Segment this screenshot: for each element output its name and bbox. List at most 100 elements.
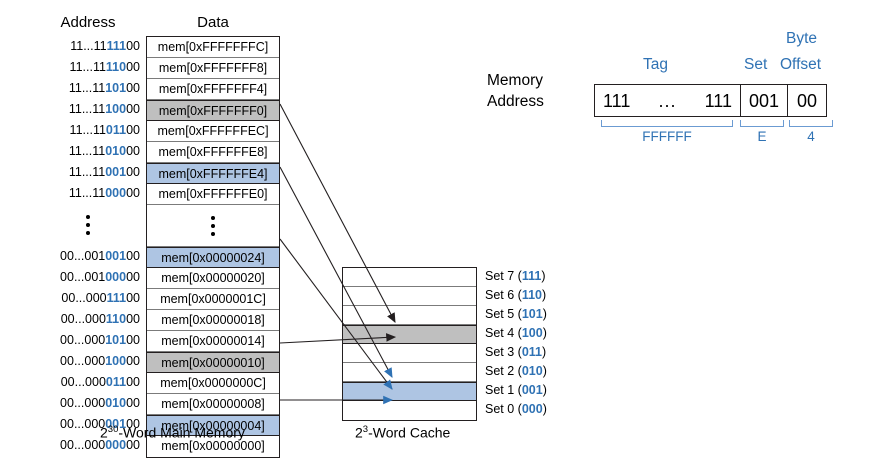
cache-set-paren: ) [542, 288, 547, 302]
address-offset-bits: 00 [126, 291, 140, 305]
address-set-bits: 000 [105, 186, 127, 200]
address-offset-bits: 00 [126, 354, 140, 368]
cache-set-label: Set 3 (011) [485, 343, 547, 362]
byte-offset-field-box: 00 [796, 90, 818, 111]
address-column-heading: Address [60, 14, 116, 31]
cache-set-row [343, 325, 476, 344]
cache-set-paren: ) [542, 364, 547, 378]
cache-set-row [343, 268, 476, 287]
address-tag-bits: 00...000 [60, 417, 106, 431]
cache-set-row [343, 344, 476, 363]
offset-hex-value: 4 [807, 129, 815, 144]
cache-set-paren: ) [541, 269, 546, 283]
cache-set-name: Set 4 ( [485, 326, 522, 340]
address-tag-bits: 00...000 [60, 333, 106, 347]
memory-cell: mem[0xFFFFFFFC] [147, 37, 279, 58]
cache-set-row [343, 306, 476, 325]
set-bracket [740, 120, 784, 127]
cache-set-row [343, 287, 476, 306]
address-tag-bits: 00...000 [60, 438, 106, 452]
cache-set-paren: ) [542, 402, 547, 416]
cache-set-binary: 111 [521, 269, 542, 283]
cache-set-row [343, 401, 476, 420]
memory-caption-exponent: 30 [107, 424, 119, 435]
cache-set-name: Set 2 ( [485, 364, 522, 378]
cache-set-row [343, 382, 476, 401]
memory-ellipsis [147, 205, 279, 247]
tag-field-label: Tag [643, 56, 668, 73]
address-tag-bits: 11...11 [68, 81, 106, 95]
set-field-label: Set [744, 56, 768, 73]
address-row: 00...00001100 [36, 372, 140, 393]
cache-set-labels: Set 7 (111)Set 6 (110)Set 5 (101)Set 4 (… [485, 267, 547, 419]
address-row: 00...00010000 [36, 351, 140, 372]
memory-cell: mem[0xFFFFFFF0] [147, 100, 279, 121]
cache-set-label: Set 4 (100) [485, 324, 547, 343]
memory-cell: mem[0x00000014] [147, 331, 279, 352]
memory-cell: mem[0xFFFFFFE8] [147, 142, 279, 163]
memory-address-label-line2: Address [487, 93, 544, 110]
address-row: 11...1101000 [36, 141, 140, 162]
memory-cell: mem[0xFFFFFFF8] [147, 58, 279, 79]
cache-set-label: Set 7 (111) [485, 267, 547, 286]
data-column-heading: Data [197, 14, 229, 31]
memory-cell: mem[0xFFFFFFE4] [147, 163, 279, 184]
memory-cell: mem[0x00000010] [147, 352, 279, 373]
address-tag-bits: 00...001 [60, 249, 106, 263]
address-row: 00...00011100 [36, 288, 140, 309]
address-row: 00...00100000 [36, 267, 140, 288]
cache-set-name: Set 5 ( [485, 307, 522, 321]
address-offset-bits: 00 [126, 249, 140, 263]
address-tag-bits: 00...000 [60, 375, 106, 389]
cache-set-name: Set 1 ( [485, 383, 522, 397]
address-set-bits: 011 [105, 123, 127, 137]
cache-set-label: Set 0 (000) [485, 400, 547, 419]
cache-set-binary: 110 [521, 288, 542, 302]
address-offset-bits: 00 [126, 375, 140, 389]
address-tag-bits: 11...11 [70, 39, 107, 53]
address-offset-bits: 00 [126, 39, 140, 53]
memory-cell: mem[0x00000018] [147, 310, 279, 331]
cache-set-name: Set 0 ( [485, 402, 522, 416]
address-tag-bits: 00...000 [60, 312, 106, 326]
address-tag-bits: 00...000 [60, 396, 106, 410]
address-row: 00...00001000 [36, 393, 140, 414]
address-set-bits: 001 [105, 417, 127, 431]
address-offset-bits: 00 [126, 186, 140, 200]
cache-set-paren: ) [542, 345, 547, 359]
byte-field-label: Byte [786, 30, 818, 47]
tag-hex-value: FFFFFF [642, 129, 692, 144]
tag-ellipsis: ... [658, 90, 677, 111]
address-tag-bits: 00...000 [60, 354, 106, 368]
cache-set-binary: 100 [521, 326, 543, 340]
cache-caption-exponent: 3 [362, 424, 369, 435]
cache-set-paren: ) [542, 326, 547, 340]
memory-address-label-line1: Memory [487, 72, 543, 89]
address-tag-bits: 00...000 [61, 291, 107, 305]
cache-set-name: Set 7 ( [485, 269, 522, 283]
address-set-bits: 000 [105, 438, 127, 452]
address-set-bits: 111 [106, 291, 127, 305]
set-field-box: 001 [741, 85, 788, 116]
set-hex-value: E [757, 129, 767, 144]
address-offset-bits: 00 [126, 438, 140, 452]
address-set-bits: 110 [105, 312, 127, 326]
address-offset-bits: 00 [126, 81, 140, 95]
tag-field-box: 111 ... 111 [595, 85, 741, 116]
cache-set-binary: 010 [521, 364, 543, 378]
address-offset-bits: 00 [126, 144, 140, 158]
memory-cell: mem[0xFFFFFFE0] [147, 184, 279, 205]
tag-bracket [601, 120, 733, 127]
cache-set-label: Set 6 (110) [485, 286, 547, 305]
offset-bracket [789, 120, 833, 127]
address-set-bits: 111 [106, 39, 127, 53]
memory-caption-base: 2 [100, 424, 108, 441]
address-set-bits: 001 [105, 249, 127, 263]
address-row: 11...1100100 [36, 162, 140, 183]
memory-cell: mem[0x00000008] [147, 394, 279, 415]
address-field-boxes: 111 ... 111 001 00 [594, 84, 827, 117]
address-offset-bits: 00 [126, 417, 140, 431]
address-row: 11...1101100 [36, 120, 140, 141]
memory-cell: mem[0xFFFFFFEC] [147, 121, 279, 142]
address-tag-bits: 11...11 [68, 165, 106, 179]
